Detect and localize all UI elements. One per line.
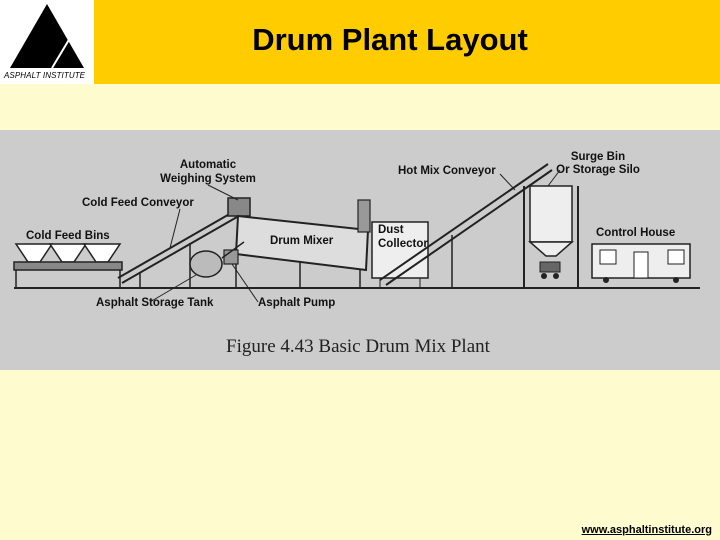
footer-url-link[interactable]: www.asphaltinstitute.org <box>581 524 712 536</box>
weighing-system <box>227 197 251 217</box>
label-automatic-weighing-1: Automatic <box>180 159 237 171</box>
cold-feed-conveyor <box>117 207 245 288</box>
logo-text: ASPHALT INSTITUTE <box>4 71 86 80</box>
asphalt-institute-logo: ASPHALT INSTITUTE <box>0 0 94 84</box>
control-house <box>591 243 691 283</box>
logo-triangle-icon <box>10 4 84 69</box>
drum-mixer <box>234 214 370 288</box>
label-hot-mix-conveyor: Hot Mix Conveyor <box>398 165 496 177</box>
label-surge-bin-1: Surge Bin <box>571 151 625 163</box>
label-asphalt-pump: Asphalt Pump <box>258 297 335 309</box>
cold-feed-bins <box>13 243 123 288</box>
label-control-house: Control House <box>596 227 675 239</box>
leader-lines <box>149 169 561 303</box>
label-cold-feed-bins: Cold Feed Bins <box>26 230 110 242</box>
page-title: Drum Plant Layout <box>252 22 528 57</box>
dust-collector <box>357 199 429 288</box>
label-asphalt-storage-tank: Asphalt Storage Tank <box>96 297 214 309</box>
label-dust-collector-1: Dust <box>378 224 404 236</box>
header-banner: ASPHALT INSTITUTE Drum Plant Layout <box>0 0 720 84</box>
surge-bin <box>523 185 579 288</box>
label-automatic-weighing-2: Weighing System <box>160 173 256 185</box>
figure-caption: Figure 4.43 Basic Drum Mix Plant <box>226 336 491 357</box>
drum-plant-diagram: Automatic Weighing System Cold Feed Conv… <box>13 151 700 357</box>
label-drum-mixer: Drum Mixer <box>270 235 334 247</box>
label-surge-bin-2: Or Storage Silo <box>556 164 640 176</box>
label-cold-feed-conveyor: Cold Feed Conveyor <box>82 197 194 209</box>
label-dust-collector-2: Collector <box>378 238 428 250</box>
drum-mix-plant-figure: Automatic Weighing System Cold Feed Conv… <box>0 130 720 370</box>
asphalt-storage-tank <box>189 250 223 278</box>
